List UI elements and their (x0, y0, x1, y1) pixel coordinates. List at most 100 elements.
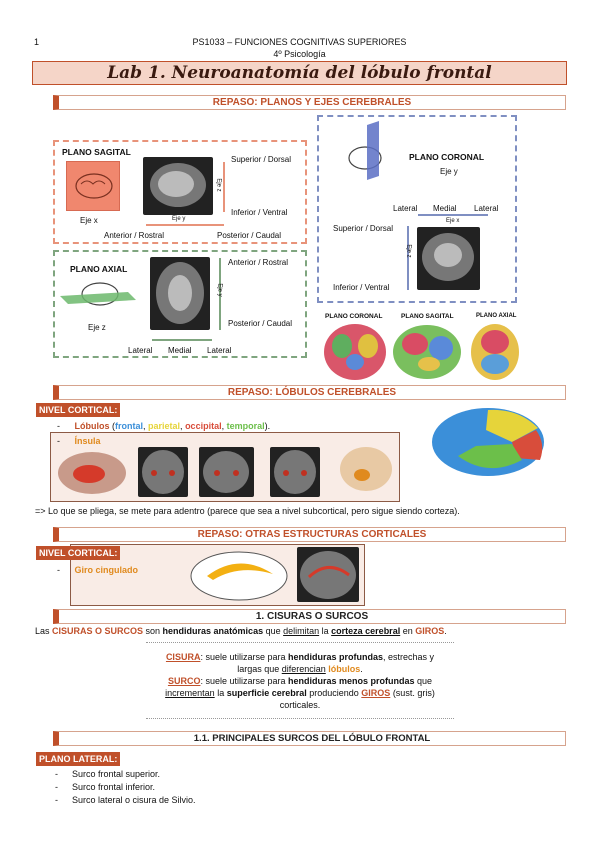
cisura-text-d: largas que (237, 664, 282, 674)
cisura-text-c: , estrechas y (383, 652, 435, 662)
axial-brain-icon (58, 276, 138, 316)
axial-posterior: Posterior / Caudal (228, 319, 293, 328)
coronal-vertical-arrow (407, 226, 409, 290)
cisuras-text-3: que (263, 626, 284, 636)
cisura-text-a: : suele utilizarse para (200, 652, 288, 662)
axial-box (53, 250, 307, 358)
coronal-superior: Superior / Dorsal (333, 224, 394, 233)
cisuras-divider-bottom (146, 718, 454, 719)
sagital-eje-z: Eje z (215, 178, 222, 192)
cisuras-text-1: Las (35, 626, 53, 636)
list-item-text-1: Surco frontal superior. (72, 769, 161, 779)
sagital-brain-icon (66, 161, 120, 211)
axial-color-brain-image (469, 322, 521, 382)
cisura-period: . (360, 664, 363, 674)
list-dash-3: - (55, 795, 58, 805)
list-dash-2: - (55, 782, 58, 792)
surco-hendiduras: hendiduras menos profundas (288, 676, 415, 686)
otras-nivel-badge: NIVEL CORTICAL: (36, 546, 121, 560)
surco-giros: GIROS (361, 688, 391, 698)
plano-lateral-badge: PLANO LATERAL: (36, 752, 121, 766)
cisuras-hendiduras: hendiduras anatómicas (162, 626, 264, 636)
course-year: 4º Psicología (273, 49, 326, 59)
sagital-superior: Superior / Dorsal (231, 155, 292, 164)
lobulo-occipital: occipital (185, 421, 222, 431)
page-number: 1 (34, 37, 40, 47)
cisura-line-1: CISURA: suele utilizarse para hendiduras… (140, 651, 460, 663)
surco-text-i: (sust. gris) (390, 688, 435, 698)
sagital-color-brain-image (391, 322, 463, 382)
surco-label: SURCO (167, 676, 201, 686)
sagital-anterior: Anterior / Rostral (104, 231, 165, 240)
surco-list-item-3: - Surco lateral o cisura de Silvio. (55, 795, 196, 805)
surco-line-3: corticales. (140, 699, 460, 711)
cisuras-term: CISURAS O SURCOS (52, 626, 144, 636)
coronal-lateral-left: Lateral (393, 204, 418, 213)
section-cisuras: 1. CISURAS O SURCOS (53, 609, 566, 624)
axial-vertical-arrow (219, 258, 221, 330)
cisuras-text-4: la (319, 626, 332, 636)
axial-eje-y: Eje y (216, 283, 223, 297)
axial-mri-image (150, 257, 210, 330)
coronal-title: PLANO CORONAL (409, 152, 485, 162)
coronal-inferior: Inferior / Ventral (333, 283, 390, 292)
surco-text-c: que (414, 676, 433, 686)
coronal-box (317, 115, 517, 303)
cisura-line-2: largas que diferencian lóbulos. (140, 663, 460, 675)
surco-text-a: : suele utilizarse para (200, 676, 288, 686)
cisuras-giros: GIROS (415, 626, 445, 636)
sagital-inferior: Inferior / Ventral (231, 208, 288, 217)
cisura-diferencian: diferencian (281, 664, 326, 674)
coronal-mri-image (417, 227, 480, 290)
cisura-lobulos: lóbulos (328, 664, 361, 674)
insula-mri-image-3 (270, 447, 320, 497)
section-cisuras-title: 1. CISURAS O SURCOS (255, 611, 369, 622)
plane-label-axial: PLANO AXIAL (476, 313, 517, 319)
sagital-title: PLANO SAGITAL (62, 147, 131, 157)
cisuras-paragraph: Las CISURAS O SURCOS son hendiduras anat… (35, 626, 447, 636)
axial-medial: Medial (168, 346, 192, 355)
cisuras-corteza: corteza cerebral (331, 626, 401, 636)
section-surcos: 1.1. PRINCIPALES SURCOS DEL LÓBULO FRONT… (53, 731, 566, 746)
lobulos-comma-3: , (221, 421, 227, 431)
surco-incrementan: incrementan (165, 688, 215, 698)
surco-superficie: superficie cerebral (226, 688, 307, 698)
axial-horizontal-arrow (152, 339, 212, 341)
sagital-mri-image (143, 157, 213, 215)
surco-line-1: SURCO: suele utilizarse para hendiduras … (140, 675, 460, 687)
giro-mri-image (297, 547, 359, 602)
giro-dash: - (57, 565, 60, 575)
cisuras-text-5: en (400, 626, 416, 636)
surco-text-g: produciendo (306, 688, 362, 698)
section-lobulos-title: REPASO: LÓBULOS CEREBRALES (227, 387, 397, 398)
cisura-hendiduras: hendiduras profundas (288, 652, 384, 662)
cisuras-divider-top (146, 642, 454, 643)
lobulo-frontal: frontal (115, 421, 144, 431)
giro-diagram-image (189, 548, 289, 602)
coronal-eje-y: Eje y (440, 167, 458, 176)
section-lobulos: REPASO: LÓBULOS CEREBRALES (53, 385, 566, 400)
giro-line: - Giro cingulado (57, 565, 138, 575)
lobulo-parietal: parietal (148, 421, 181, 431)
axial-title: PLANO AXIAL (70, 264, 128, 274)
surco-list-item-1: - Surco frontal superior. (55, 769, 160, 779)
list-item-text-3: Surco lateral o cisura de Silvio. (72, 795, 196, 805)
list-dash-1: - (55, 769, 58, 779)
sagital-box (53, 140, 307, 244)
lobulos-label: Lóbulos (74, 421, 110, 431)
surco-list-item-2: -Surco frontal inferior. (55, 782, 155, 792)
insula-line: - Ínsula (57, 436, 101, 446)
section-otras-title: REPASO: OTRAS ESTRUCTURAS CORTICALES (197, 529, 427, 540)
coronal-horizontal-arrow (418, 214, 488, 216)
lobulos-close: ). (264, 421, 271, 431)
insula-brain-image (57, 450, 127, 496)
axial-lateral-right: Lateral (207, 346, 232, 355)
giro-label: Giro cingulado (74, 565, 139, 575)
axial-eje-z: Eje z (88, 323, 106, 332)
coronal-brain-icon (345, 120, 395, 180)
lobulos-note: => Lo que se pliega, se mete para adentr… (35, 506, 460, 516)
coronal-eje-z: Eje z (405, 244, 412, 258)
page-title: Lab 1. Neuroanatomía del lóbulo frontal (32, 61, 567, 85)
section-planos-title: REPASO: PLANOS Y EJES CEREBRALES (212, 97, 412, 108)
cisuras-text-2: son (143, 626, 163, 636)
